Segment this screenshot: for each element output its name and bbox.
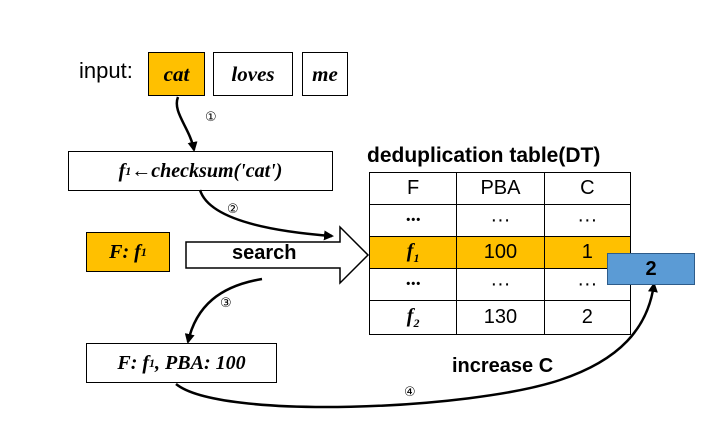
cell-f-text: ··· [405,209,421,231]
table-row: ··· ··· ··· [368,268,632,301]
result-pba: , PBA: 100 [155,351,246,374]
search-arrow [185,225,370,285]
step-1-label: ① [205,110,217,125]
cell-pba: ··· [456,204,545,237]
step-3-label: ③ [220,296,232,311]
cell-f: f2 [368,300,458,335]
cell-c: ··· [543,204,632,237]
cell-pba: 130 [456,300,545,335]
arrow-step-3 [184,277,263,344]
header-c: C [543,172,632,205]
fingerprint-sub: 1 [140,244,147,259]
result-sub: 1 [149,355,156,370]
header-pba: PBA [456,172,545,205]
cell-f: f1 [368,236,458,269]
step-2-label: ② [227,202,239,217]
checksum-f-sub: 1 [125,163,132,178]
cell-pba: ··· [456,268,545,301]
deduplication-table: F PBA C ··· ··· ··· f1 100 1 ··· ··· ···… [368,172,632,335]
cell-f-text: f [406,304,414,327]
increase-c-label: increase C [452,355,554,377]
cell-pba: 100 [456,236,545,269]
checksum-expr: ←checksum('cat') [131,159,283,182]
cell-f-sub: 1 [413,250,420,265]
result-text: F: f [117,351,150,374]
step-4-label: ④ [404,385,416,400]
search-label: search [232,242,297,264]
header-f: F [368,172,458,205]
table-row: f2 130 2 [368,300,632,335]
word-cat-box: cat [148,52,205,96]
word-loves-box: loves [213,52,293,96]
fingerprint-text: F: f [109,240,141,263]
cell-c: 2 [543,300,632,335]
cell-f-text: f [406,239,414,262]
cell-f-sub: 2 [413,315,420,330]
word-me-box: me [302,52,348,96]
table-title: deduplication table(DT) [367,144,601,167]
cell-f: ··· [368,204,458,237]
table-row: ··· ··· ··· [368,204,632,237]
table-header-row: F PBA C [368,172,632,205]
cell-f: ··· [368,268,458,301]
cell-f-text: ··· [405,273,421,295]
table-row-highlighted: f1 100 1 [368,236,632,269]
arrow-step-4 [175,282,658,409]
arrow-step-1 [175,96,198,152]
input-label: input: [79,58,133,83]
arrow-step-2 [198,189,334,241]
checksum-f: f [118,159,126,182]
updated-count-box: 2 [607,253,695,285]
